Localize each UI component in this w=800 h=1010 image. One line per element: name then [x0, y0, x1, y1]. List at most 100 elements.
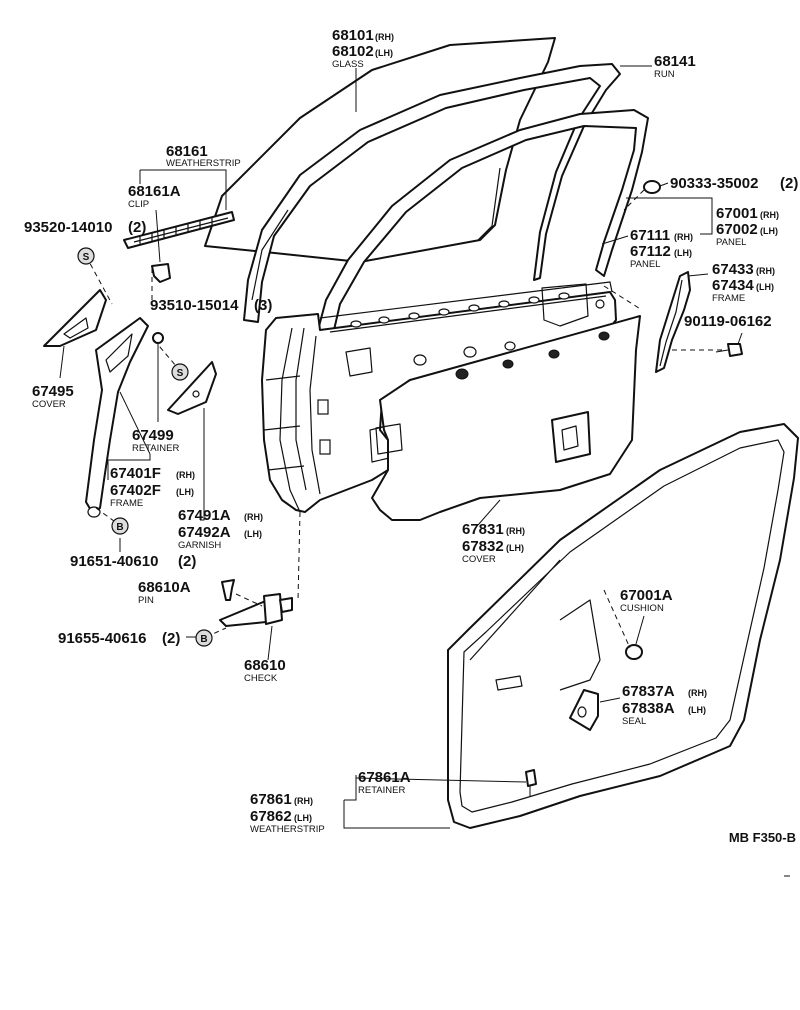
svg-text:67001A: 67001A [620, 587, 673, 604]
marker-b-1: B [111, 517, 129, 535]
upper-weatherstrip-drawing [123, 211, 235, 249]
svg-text:67433: 67433 [712, 261, 754, 278]
svg-text:GLASS: GLASS [332, 59, 364, 70]
front-frame-drawing [85, 317, 149, 518]
marker-s-2: S [171, 363, 189, 381]
svg-text:B: B [200, 634, 207, 645]
svg-text:WEATHERSTRIP: WEATHERSTRIP [166, 158, 241, 169]
label-garnish: 67491A (RH) 67492A (LH) GARNISH [178, 507, 263, 551]
svg-text:67861: 67861 [250, 791, 292, 808]
label-frame-rear: 67433 (RH) 67434 (LH) FRAME [712, 261, 775, 304]
svg-text:68610A: 68610A [138, 579, 191, 596]
svg-text:67832: 67832 [462, 538, 504, 555]
svg-text:RUN: RUN [654, 69, 675, 80]
svg-text:(LH): (LH) [674, 248, 692, 258]
svg-text:(LH): (LH) [506, 543, 524, 553]
svg-text:(RH): (RH) [176, 470, 195, 480]
label-frame-front: 67401F (RH) 67402F (LH) FRAME [110, 465, 195, 509]
svg-text:68161: 68161 [166, 143, 208, 160]
svg-text:FRAME: FRAME [110, 498, 143, 509]
svg-text:(RH): (RH) [674, 232, 693, 242]
svg-text:67862: 67862 [250, 808, 292, 825]
svg-text:(RH): (RH) [506, 526, 525, 536]
label-run: 68141 RUN [654, 53, 696, 80]
svg-text:67002: 67002 [716, 221, 758, 238]
label-cover-67495: 67495 COVER [32, 383, 74, 410]
svg-text:(RH): (RH) [294, 796, 313, 806]
svg-text:CHECK: CHECK [244, 673, 278, 684]
svg-text:S: S [177, 368, 184, 379]
svg-text:93520-14010: 93520-14010 [24, 219, 112, 236]
svg-text:68610: 68610 [244, 657, 286, 674]
svg-text:(LH): (LH) [294, 813, 312, 823]
glass-run-drawing [243, 63, 621, 323]
diagram-code: MB F350-B [729, 830, 796, 845]
svg-text:68101: 68101 [332, 27, 374, 44]
svg-text:(LH): (LH) [176, 487, 194, 497]
svg-text:COVER: COVER [462, 554, 496, 565]
svg-text:67402F: 67402F [110, 482, 161, 499]
svg-text:67499: 67499 [132, 427, 174, 444]
rear-frame-drawing [655, 271, 691, 373]
svg-text:67111: 67111 [630, 227, 670, 244]
svg-text:68161A: 68161A [128, 183, 181, 200]
label-retainer-67499: 67499 RETAINER [132, 427, 179, 454]
label-clip: 68161A CLIP [128, 183, 181, 210]
svg-text:(2): (2) [178, 553, 196, 570]
svg-text:RETAINER: RETAINER [132, 443, 179, 454]
svg-text:91655-40616: 91655-40616 [58, 630, 146, 647]
garnish-drawing [167, 361, 217, 415]
svg-text:(RH): (RH) [688, 688, 707, 698]
svg-text:(RH): (RH) [375, 32, 394, 42]
label-weatherstrip-door: 67861 (RH) 67862 (LH) WEATHERSTRIP [250, 791, 325, 835]
svg-text:67837A: 67837A [622, 683, 675, 700]
svg-text:PIN: PIN [138, 595, 154, 606]
retainer-67499-drawing [152, 332, 164, 344]
svg-text:CUSHION: CUSHION [620, 603, 664, 614]
svg-text:PANEL: PANEL [716, 237, 746, 248]
door-cover-sheet-drawing [371, 315, 641, 521]
svg-text:67861A: 67861A [358, 769, 411, 786]
svg-text:S: S [83, 252, 90, 263]
svg-text:90119-06162: 90119-06162 [684, 313, 772, 330]
label-retainer-67861a: 67861A RETAINER [358, 769, 411, 796]
label-panel-outer: 67001 (RH) 67002 (LH) PANEL [716, 205, 779, 248]
svg-text:(2): (2) [162, 630, 180, 647]
label-panel-inner: 67111 (RH) 67112 (LH) PANEL [630, 227, 693, 270]
svg-text:(3): (3) [254, 297, 272, 314]
svg-text:67831: 67831 [462, 521, 504, 538]
label-plug-90333: 90333-35002 (2) [670, 175, 798, 192]
svg-text:(RH): (RH) [760, 210, 779, 220]
label-check: 68610 CHECK [244, 657, 286, 684]
svg-text:93510-15014: 93510-15014 [150, 297, 239, 314]
svg-text:(LH): (LH) [756, 282, 774, 292]
label-bolt-90119: 90119-06162 [684, 313, 772, 330]
svg-text:67434: 67434 [712, 277, 754, 294]
bolt-90119-drawing [715, 343, 743, 357]
svg-text:(LH): (LH) [688, 705, 706, 715]
svg-text:COVER: COVER [32, 399, 66, 410]
svg-text:PANEL: PANEL [630, 259, 660, 270]
clip-68161a-drawing [151, 263, 171, 283]
svg-text:(2): (2) [780, 175, 798, 192]
belt-holes [350, 292, 570, 328]
svg-text:91651-40610: 91651-40610 [70, 553, 158, 570]
svg-text:(LH): (LH) [375, 48, 393, 58]
retainer-67861a-drawing [525, 769, 537, 796]
svg-text:(LH): (LH) [760, 226, 778, 236]
svg-text:RETAINER: RETAINER [358, 785, 405, 796]
svg-text:67838A: 67838A [622, 700, 675, 717]
svg-text:67495: 67495 [32, 383, 74, 400]
leader-lines [59, 65, 743, 829]
svg-text:(2): (2) [128, 219, 146, 236]
cover-67495-drawing [43, 289, 107, 347]
label-glass: 68101 (RH) 68102 (LH) GLASS [332, 27, 394, 70]
svg-text:SEAL: SEAL [622, 716, 646, 727]
label-screw-93520: 93520-14010 (2) [24, 219, 146, 236]
svg-text:67001: 67001 [716, 205, 758, 222]
door-check-drawing [219, 593, 293, 627]
label-cushion: 67001A CUSHION [620, 587, 673, 614]
svg-text:90333-35002: 90333-35002 [670, 175, 758, 192]
hole-plug-drawing [643, 180, 661, 194]
